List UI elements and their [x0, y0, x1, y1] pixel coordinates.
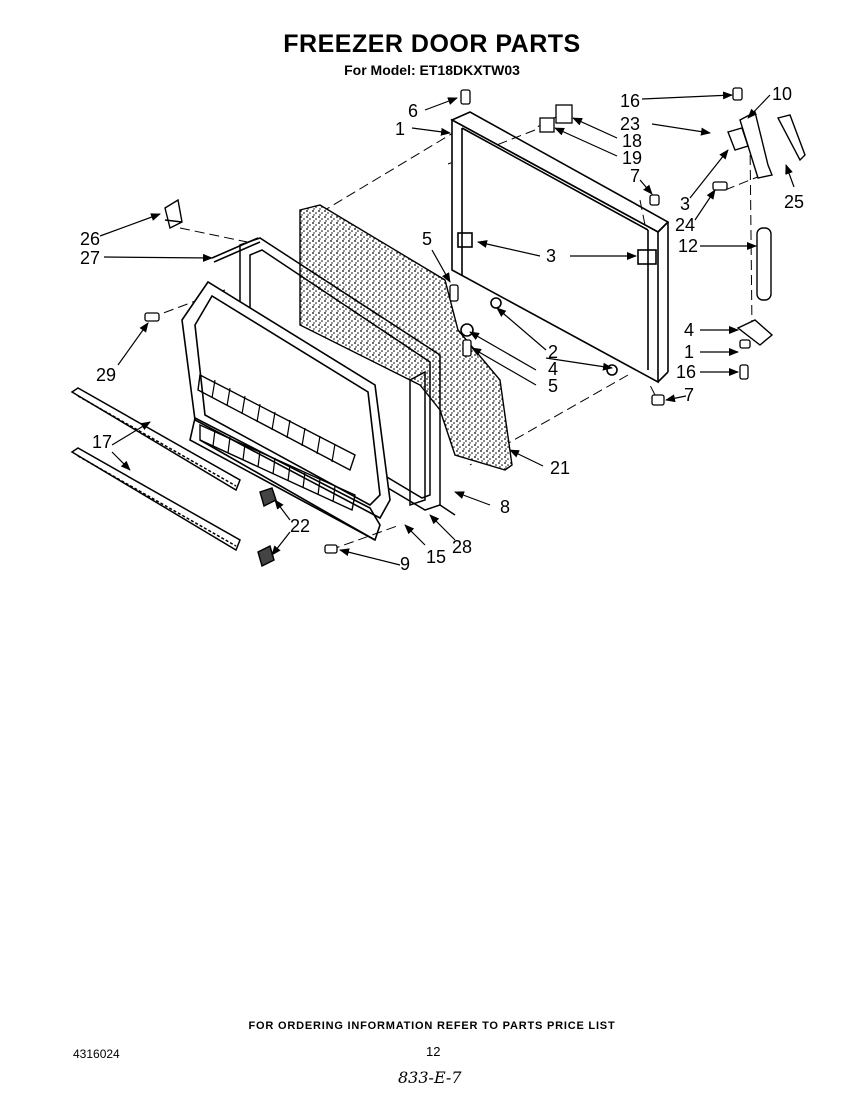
callout-5-top: 5 — [422, 229, 432, 249]
callout-17: 17 — [92, 432, 112, 452]
callout-labels: 6 1 16 10 23 18 19 7 3 24 25 12 3 5 26 2… — [80, 84, 804, 574]
callout-28: 28 — [452, 537, 472, 557]
door-insulation-panel — [299, 204, 513, 471]
callout-8: 8 — [500, 497, 510, 517]
callout-7-bottom: 7 — [684, 385, 694, 405]
outer-door-panel — [450, 111, 670, 384]
callout-9: 9 — [400, 554, 410, 574]
callout-12: 12 — [678, 236, 698, 256]
callout-6: 6 — [408, 101, 418, 121]
callout-19: 19 — [622, 148, 642, 168]
callout-15: 15 — [426, 547, 446, 567]
callout-25: 25 — [784, 192, 804, 212]
callout-18: 18 — [622, 131, 642, 151]
callout-23: 23 — [620, 114, 640, 134]
callout-14: 4 — [684, 320, 694, 340]
handwritten-code: 833-E-7 — [398, 1068, 462, 1087]
breaker-strip — [409, 370, 426, 507]
callout-16-bottom: 16 — [676, 362, 696, 382]
callout-10: 10 — [772, 84, 792, 104]
ordering-note: FOR ORDERING INFORMATION REFER TO PARTS … — [248, 1020, 616, 1032]
callout-26: 26 — [80, 229, 100, 249]
door-shelf-racks — [197, 373, 356, 512]
callout-5-mid: 5 — [548, 376, 558, 396]
exploded-parts-diagram: 6 1 16 10 23 18 19 7 3 24 25 12 3 5 26 2… — [70, 84, 806, 574]
callout-1-hinge: 1 — [684, 342, 694, 362]
callout-24: 24 — [675, 215, 695, 235]
model-subtitle: For Model: ET18DKXTW03 — [344, 62, 520, 78]
callout-16-top: 16 — [620, 91, 640, 111]
callout-27: 27 — [80, 248, 100, 268]
page-title: FREEZER DOOR PARTS — [283, 30, 581, 58]
clip-part-26 — [164, 198, 183, 230]
page-number: 12 — [426, 1044, 441, 1059]
leader-lines — [99, 91, 795, 566]
callout-1-top: 1 — [395, 119, 405, 139]
callout-2: 2 — [548, 342, 558, 362]
callout-13: 3 — [680, 194, 690, 214]
hinge-assembly — [727, 110, 806, 346]
retainer-strip — [211, 237, 261, 263]
callout-3: 3 — [546, 246, 556, 266]
document-number: 4316024 — [73, 1047, 120, 1061]
callout-21: 21 — [550, 458, 570, 478]
screws — [144, 87, 751, 554]
callout-22: 22 — [290, 516, 310, 536]
shelf-end-caps — [257, 487, 277, 568]
door-shelf-bars — [70, 387, 241, 552]
callout-4: 4 — [548, 359, 558, 379]
inner-door-liner — [181, 280, 391, 542]
callout-7-top: 7 — [630, 166, 640, 186]
callout-29: 29 — [96, 365, 116, 385]
